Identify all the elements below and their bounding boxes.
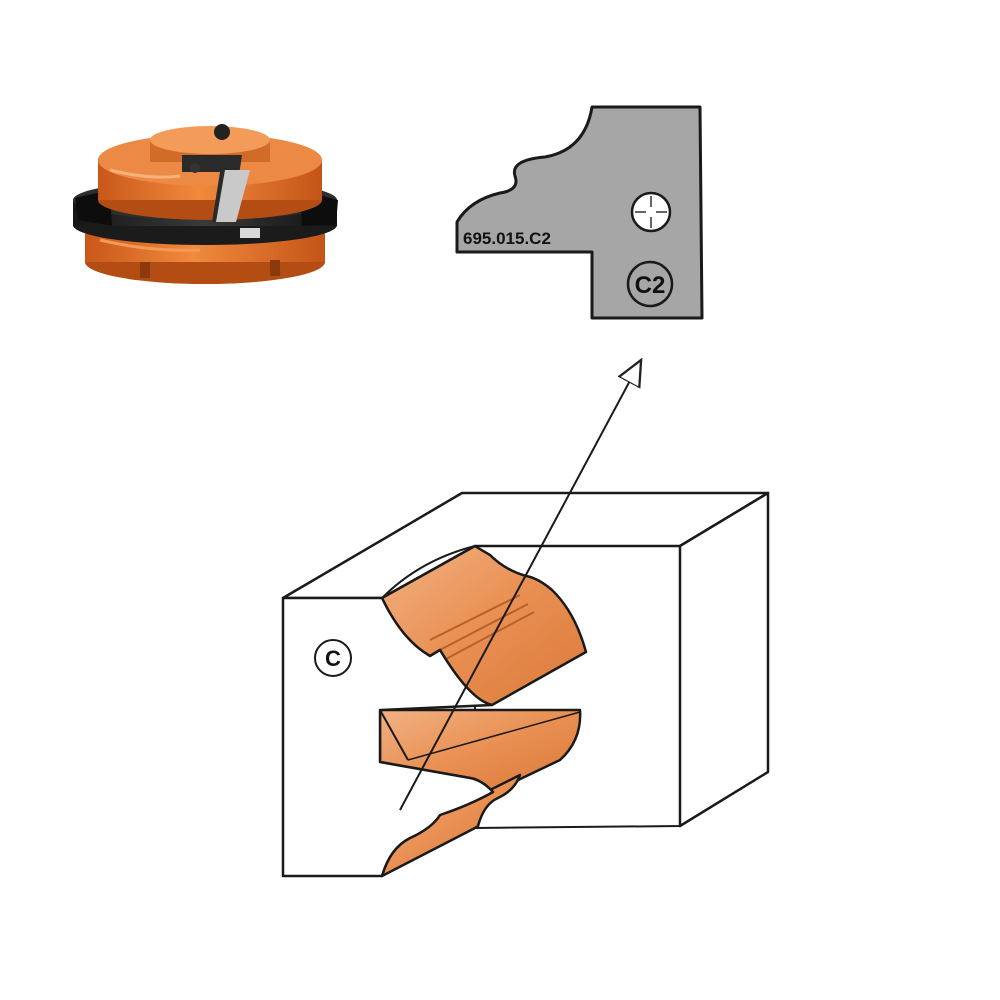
reference-arrow [399, 362, 640, 811]
profile-label: C [325, 646, 341, 671]
knife-badge-circle [626, 260, 674, 308]
profiled-block: C [281, 491, 770, 878]
part-number: 695.015.C2 [463, 229, 551, 248]
mounting-hole-icon [630, 191, 672, 233]
cutter-head-image [73, 124, 338, 284]
knife-profile-plate: 695.015.C2 C2 [455, 105, 704, 320]
profile-label-circle [314, 639, 352, 677]
knife-badge-label: C2 [635, 272, 666, 299]
